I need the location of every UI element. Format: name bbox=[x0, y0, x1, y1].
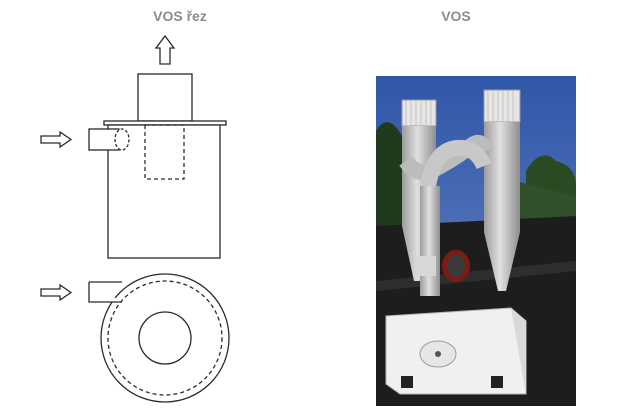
plan-inlet-pipe bbox=[88, 281, 122, 303]
plan-inner-dashed-circle bbox=[107, 280, 223, 396]
plan-inlet-arrow-icon bbox=[40, 283, 73, 302]
plan-outlet-circle bbox=[138, 311, 192, 365]
outlet-pipe bbox=[137, 73, 193, 122]
inner-dip-tube bbox=[144, 124, 185, 180]
cyclone-photo bbox=[376, 76, 576, 406]
inlet-opening bbox=[114, 128, 130, 151]
outlet-arrow-icon bbox=[154, 34, 176, 65]
photo-title: VOS bbox=[441, 8, 471, 24]
inlet-arrow-icon bbox=[40, 130, 73, 149]
section-view-title: VOS řez bbox=[153, 8, 207, 24]
